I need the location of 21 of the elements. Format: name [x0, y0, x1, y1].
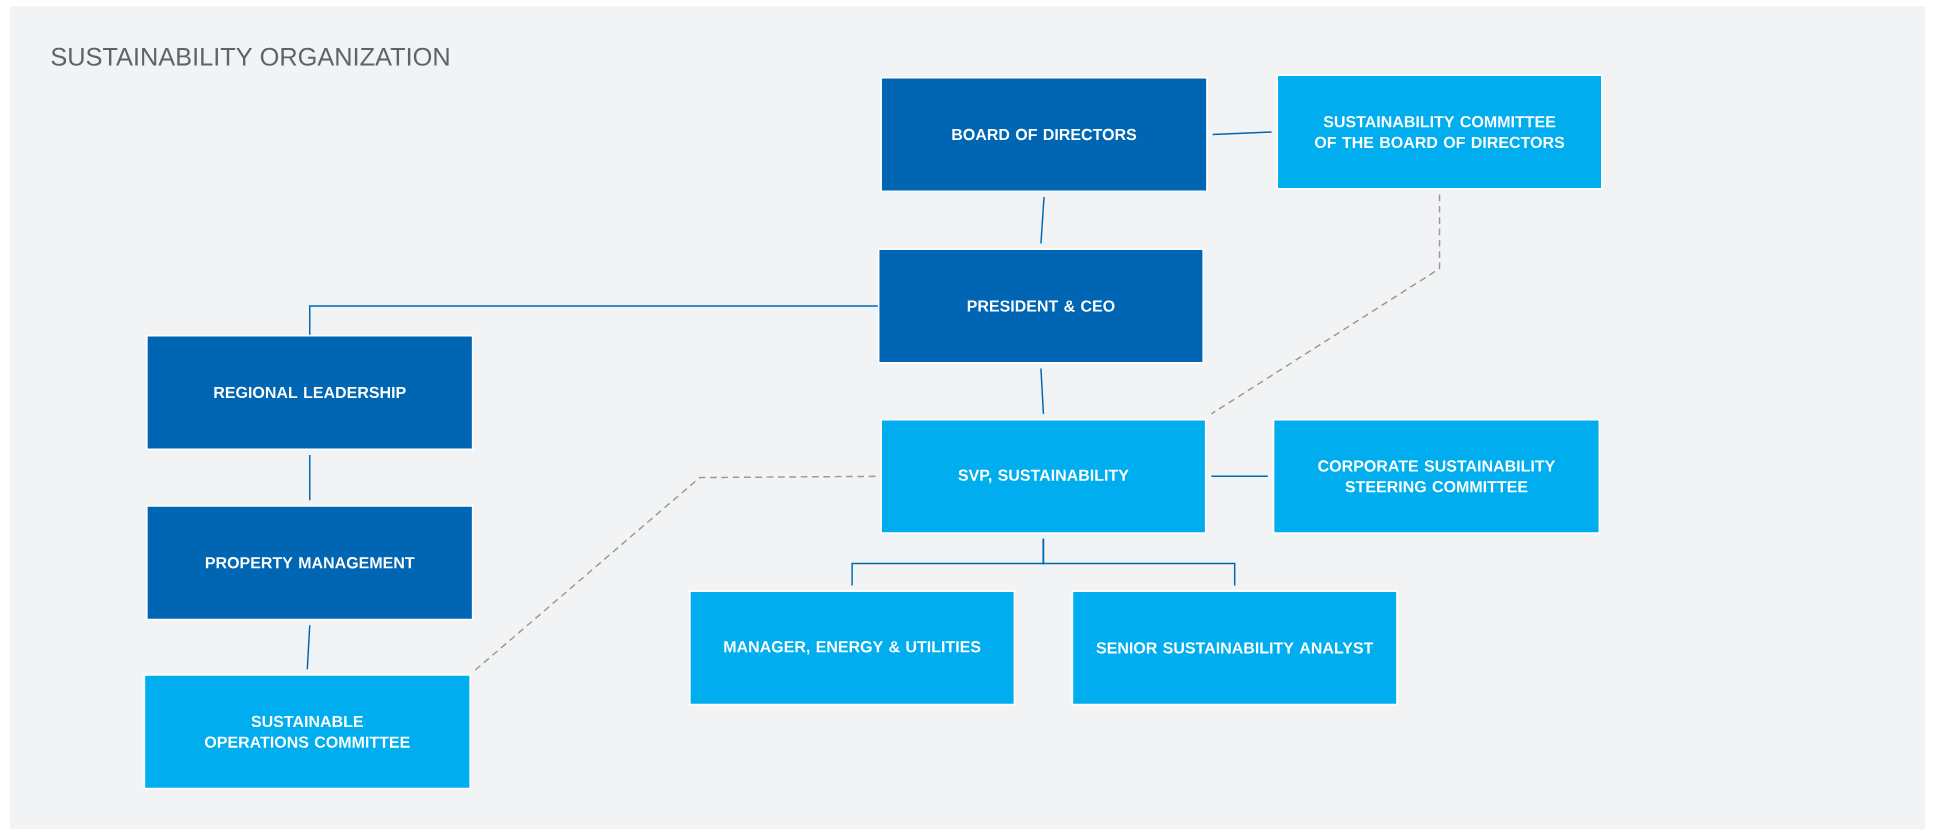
org-box: REGIONAL LEADERSHIP: [146, 334, 474, 450]
connector-line: [309, 454, 311, 501]
org-box: SENIOR SUSTAINABILITY ANALYST: [1071, 590, 1398, 706]
org-box: PROPERTY MANAGEMENT: [146, 505, 474, 621]
org-box: SUSTAINABLE OPERATIONS COMMITTEE: [143, 674, 471, 790]
connector-line: [309, 305, 879, 336]
connector-line: [1042, 538, 1236, 587]
org-box: MANAGER, ENERGY & UTILITIES: [689, 590, 1016, 706]
connector-line: [306, 624, 311, 671]
org-box: SVP, SUSTAINABILITY: [880, 418, 1207, 534]
org-box: BOARD OF DIRECTORS: [880, 76, 1208, 193]
connector-line: [473, 475, 877, 672]
connector-line: [1210, 475, 1269, 478]
org-box: PRESIDENT & CEO: [877, 248, 1205, 364]
connector-line: [1210, 193, 1441, 415]
title: SUSTAINABILITY ORGANIZATION: [51, 47, 449, 66]
connector-line: [1040, 367, 1045, 415]
connector-line: [1040, 196, 1045, 245]
org-box: CORPORATE SUSTAINABILITY STEERING COMMITTEE: [1272, 418, 1601, 534]
connector-line: [1211, 131, 1273, 136]
org-box: SUSTAINABILITY COMMITTEE OF THE BOARD OF DIRECTORS: [1276, 74, 1603, 190]
